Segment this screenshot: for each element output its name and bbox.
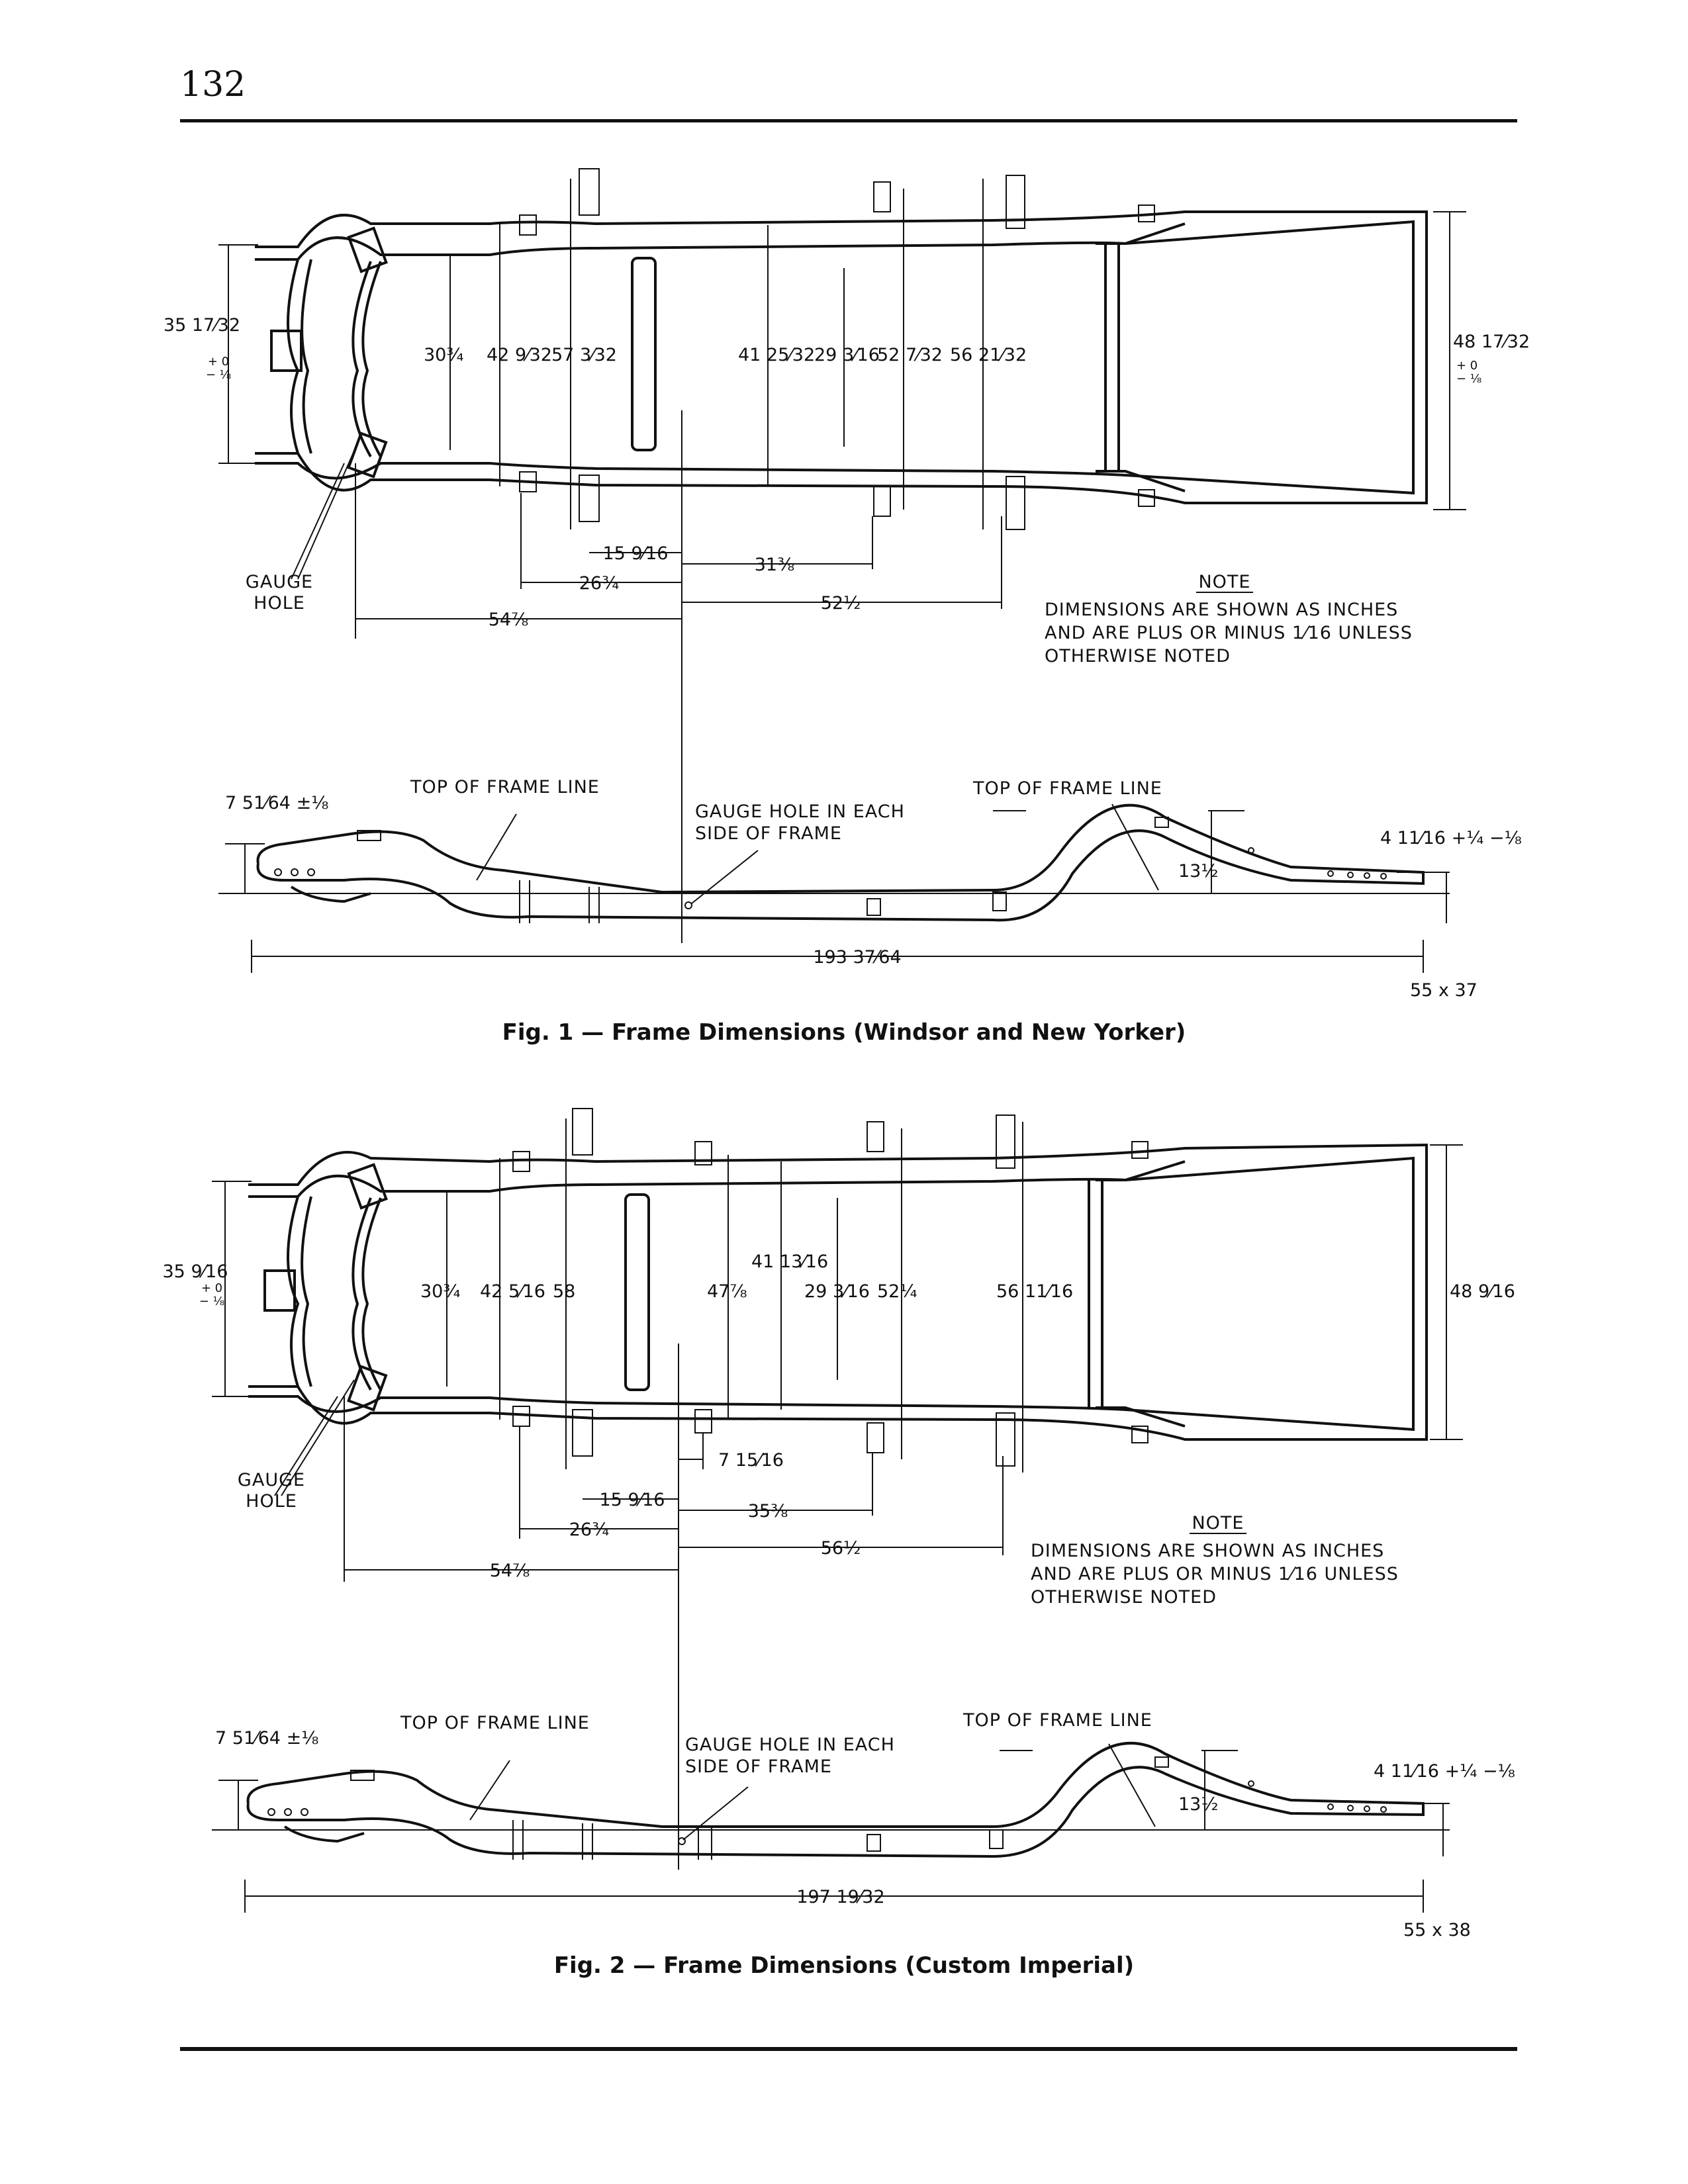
gauge-hole-leader-2 [297,443,358,580]
side-top-frame-left: TOP OF FRAME LINE [400,1713,590,1733]
note-title: NOTE [1198,572,1250,592]
width-dim-5: 29 3⁄16 [814,345,880,365]
width-dim-4b: 47⅞ [707,1281,747,1302]
width-dim-right-tol-top: + 0 [1456,359,1477,373]
length-dim-6: 7 15⁄16 [718,1450,784,1471]
width-dimension-lines [218,179,1466,529]
side-front-height: 7 51⁄64 ±⅛ [225,793,328,813]
side-top-frame-left: TOP OF FRAME LINE [410,777,600,797]
note-line-2: AND ARE PLUS OR MINUS 1⁄16 UNLESS [1031,1564,1399,1584]
figure-1-caption: Fig. 1 — Frame Dimensions (Windsor and N… [502,1019,1186,1046]
gauge-hole-label-line-2: HOLE [246,1491,297,1512]
width-dim-7: 56 21⁄32 [950,345,1027,365]
length-dim-4: 35⅜ [748,1501,788,1522]
length-dim-5: 52½ [821,593,861,614]
side-dimension-lines [225,803,1447,973]
width-dim-3: 57 3⁄32 [551,345,617,365]
frame-side-view [212,1741,1450,1860]
length-dim-5: 56½ [821,1538,861,1559]
frame-top-view [255,168,1428,530]
width-dim-6: 52¼ [877,1281,917,1302]
width-dim-2: 42 5⁄16 [480,1281,545,1302]
note-line-3: OTHERWISE NOTED [1045,646,1231,666]
footer-rule [180,2047,1517,2051]
width-dim-6: 52 7⁄32 [877,345,943,365]
width-dim-left-tol-top: + 0 [208,355,229,369]
width-dim-right-tol-bottom: − ⅛ [1456,372,1481,386]
frame-side-view [218,803,1450,923]
width-dim-2: 42 9⁄32 [487,345,552,365]
side-rear-height: 4 11⁄16 +¼ −⅛ [1380,828,1522,848]
note-line-1: DIMENSIONS ARE SHOWN AS INCHES [1031,1541,1384,1561]
width-dimension-lines [212,1118,1463,1473]
width-dim-left-tol-top: + 0 [201,1281,222,1295]
width-dim-7: 56 11⁄16 [996,1281,1073,1302]
side-dimension-lines [218,1743,1444,1913]
length-dimension-lines [344,1343,1004,1870]
length-dimension-lines [355,410,1002,943]
note-line-2: AND ARE PLUS OR MINUS 1⁄16 UNLESS [1045,623,1413,643]
width-dim-left: 35 9⁄16 [163,1261,228,1282]
side-front-height: 7 51⁄64 ±⅛ [215,1728,318,1749]
side-gauge-each-side-2: SIDE OF FRAME [685,1756,832,1777]
width-dim-left-tol-bottom: − ⅛ [206,368,231,382]
length-dim-1: 15 9⁄16 [603,543,669,564]
figure-2-caption: Fig. 2 — Frame Dimensions (Custom Imperi… [553,1952,1135,1979]
gauge-hole-label-line-1: GAUGE [246,572,313,592]
width-dim-4: 41 13⁄16 [751,1251,828,1272]
length-dim-3: 54⅞ [490,1561,530,1581]
side-rear-height: 4 11⁄16 +¼ −⅛ [1374,1761,1515,1782]
width-dim-4: 41 25⁄32 [738,345,815,365]
figure-1-diagram: 35 17⁄32 + 0 − ⅛ 30¾ 42 9⁄32 57 3⁄32 41 … [164,168,1530,1001]
page-number: 132 [180,65,246,105]
gauge-hole-leader-1 [274,1396,338,1496]
width-dim-left-tol-bottom: − ⅛ [199,1295,224,1308]
length-dim-1: 15 9⁄16 [600,1490,665,1510]
note-title: NOTE [1192,1513,1244,1533]
gauge-hole-label-line-1: GAUGE [238,1470,305,1490]
note-line-1: DIMENSIONS ARE SHOWN AS INCHES [1045,600,1398,620]
width-dim-1: 30¾ [420,1281,461,1302]
gauge-hole-leader-1 [291,463,345,580]
figure-2-code: 55 x 38 [1403,1920,1471,1940]
length-dim-4: 31⅜ [755,555,795,575]
side-top-frame-right: TOP OF FRAME LINE [962,1710,1152,1731]
side-overall-length: 197 19⁄32 [796,1887,884,1907]
header-rule [180,119,1517,122]
width-dim-1: 30¾ [424,345,464,365]
note-line-3: OTHERWISE NOTED [1031,1587,1217,1608]
length-dim-3: 54⅞ [489,610,529,630]
gauge-hole-leader-2 [281,1379,355,1496]
side-overall-length: 193 37⁄64 [813,947,901,968]
width-dim-left: 35 17⁄32 [164,315,240,336]
side-top-frame-right: TOP OF FRAME LINE [972,778,1162,799]
gauge-hole-label-line-2: HOLE [254,593,305,614]
side-gauge-each-side-1: GAUGE HOLE IN EACH [695,801,905,822]
width-dim-right: 48 17⁄32 [1453,332,1530,352]
side-gauge-each-side-1: GAUGE HOLE IN EACH [685,1735,895,1755]
length-dim-2: 26¾ [569,1520,610,1540]
length-dim-2: 26¾ [579,573,620,594]
side-gauge-each-side-2: SIDE OF FRAME [695,823,842,844]
width-dim-right: 48 9⁄16 [1450,1281,1515,1302]
width-dim-3: 58 [553,1281,575,1302]
side-kick-height: 13½ [1178,1794,1219,1815]
side-kick-height: 13½ [1178,861,1219,882]
figure-1-code: 55 x 37 [1410,980,1477,1001]
figure-2-diagram: 35 9⁄16 + 0 − ⅛ 30¾ 42 5⁄16 58 41 13⁄16 … [163,1108,1515,1940]
width-dim-5: 29 3⁄16 [804,1281,870,1302]
